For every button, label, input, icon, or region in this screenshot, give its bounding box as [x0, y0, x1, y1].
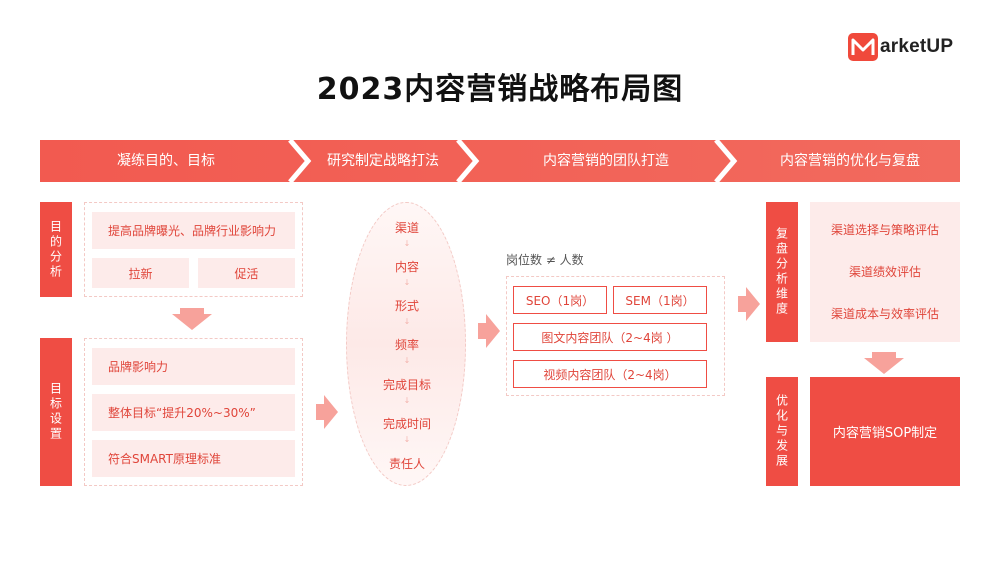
- strategy-item: 频率: [394, 338, 419, 352]
- arrow-down-small-icon: ↓: [403, 278, 411, 287]
- logo-text: arketUP: [880, 36, 954, 57]
- arrow-right-icon: [738, 287, 760, 321]
- review-label: 复盘分析维度: [766, 202, 798, 342]
- chevron-right-icon: [714, 140, 738, 182]
- team-caption: 岗位数 ≠ 人数: [506, 253, 584, 267]
- review-item: 渠道选择与策略评估: [830, 222, 939, 237]
- team-role: 视频内容团队（2~4岗）: [513, 360, 707, 388]
- arrow-right-icon: [478, 314, 500, 348]
- logo-m-icon: [848, 33, 878, 61]
- arrow-down-small-icon: ↓: [403, 317, 411, 326]
- goal-analysis-item: 拉新: [92, 258, 189, 288]
- arrow-down-small-icon: ↓: [403, 435, 411, 444]
- strategy-item: 责任人: [388, 457, 425, 471]
- chevron-right-icon: [456, 140, 480, 182]
- goal-setting-label: 目标设置: [40, 338, 72, 486]
- goal-analysis-box: 提高品牌曝光、品牌行业影响力 拉新 促活: [84, 202, 303, 297]
- arrow-down-small-icon: ↓: [403, 396, 411, 405]
- strategy-item: 渠道: [394, 221, 419, 235]
- goal-setting-item: 符合SMART原理标准: [92, 440, 295, 477]
- strategy-item: 内容: [394, 260, 419, 274]
- strategy-item: 形式: [394, 299, 419, 313]
- stage-label-1: 凝练目的、目标: [117, 153, 215, 169]
- brand-logo: arketUP: [848, 33, 953, 61]
- sop-box: 内容营销SOP制定: [810, 377, 960, 486]
- team-role: 图文内容团队（2~4岗 ）: [513, 323, 707, 351]
- strategy-item: 完成目标: [382, 378, 431, 392]
- page-title: 2023内容营销战略布局图: [316, 72, 684, 107]
- strategy-oval: 渠道 ↓ 内容 ↓ 形式 ↓ 频率 ↓ 完成目标 ↓ 完成时间 ↓ 责任人: [346, 202, 466, 486]
- arrow-down-icon: [864, 352, 904, 374]
- stage-banner: 凝练目的、目标 研究制定战略打法 内容营销的团队打造 内容营销的优化与复盘: [40, 140, 960, 182]
- arrow-down-small-icon: ↓: [403, 356, 411, 365]
- review-item: 渠道成本与效率评估: [830, 306, 939, 321]
- stage-label-2: 研究制定战略打法: [327, 153, 439, 169]
- goal-analysis-item: 促活: [198, 258, 295, 288]
- goal-analysis-item: 提高品牌曝光、品牌行业影响力: [92, 212, 295, 249]
- review-item: 渠道绩效评估: [848, 264, 921, 279]
- strategy-item: 完成时间: [382, 417, 431, 431]
- goal-setting-box: 品牌影响力 整体目标“提升20%~30%” 符合SMART原理标准: [84, 338, 303, 486]
- optimize-label: 优化与发展: [766, 377, 798, 486]
- goal-setting-item: 整体目标“提升20%~30%”: [92, 394, 295, 431]
- team-box: SEO（1岗） SEM（1岗） 图文内容团队（2~4岗 ） 视频内容团队（2~4…: [506, 276, 725, 396]
- review-box: 渠道选择与策略评估 渠道绩效评估 渠道成本与效率评估: [810, 202, 960, 342]
- goal-setting-item: 品牌影响力: [92, 348, 295, 385]
- goal-analysis-label: 目的分析: [40, 202, 72, 297]
- arrow-down-icon: [172, 308, 212, 330]
- team-role: SEM（1岗）: [613, 286, 707, 314]
- stage-label-3: 内容营销的团队打造: [543, 153, 669, 169]
- stage-label-4: 内容营销的优化与复盘: [780, 153, 920, 169]
- arrow-right-icon: [316, 395, 338, 429]
- chevron-right-icon: [288, 140, 312, 182]
- arrow-down-small-icon: ↓: [403, 239, 411, 248]
- team-role: SEO（1岗）: [513, 286, 607, 314]
